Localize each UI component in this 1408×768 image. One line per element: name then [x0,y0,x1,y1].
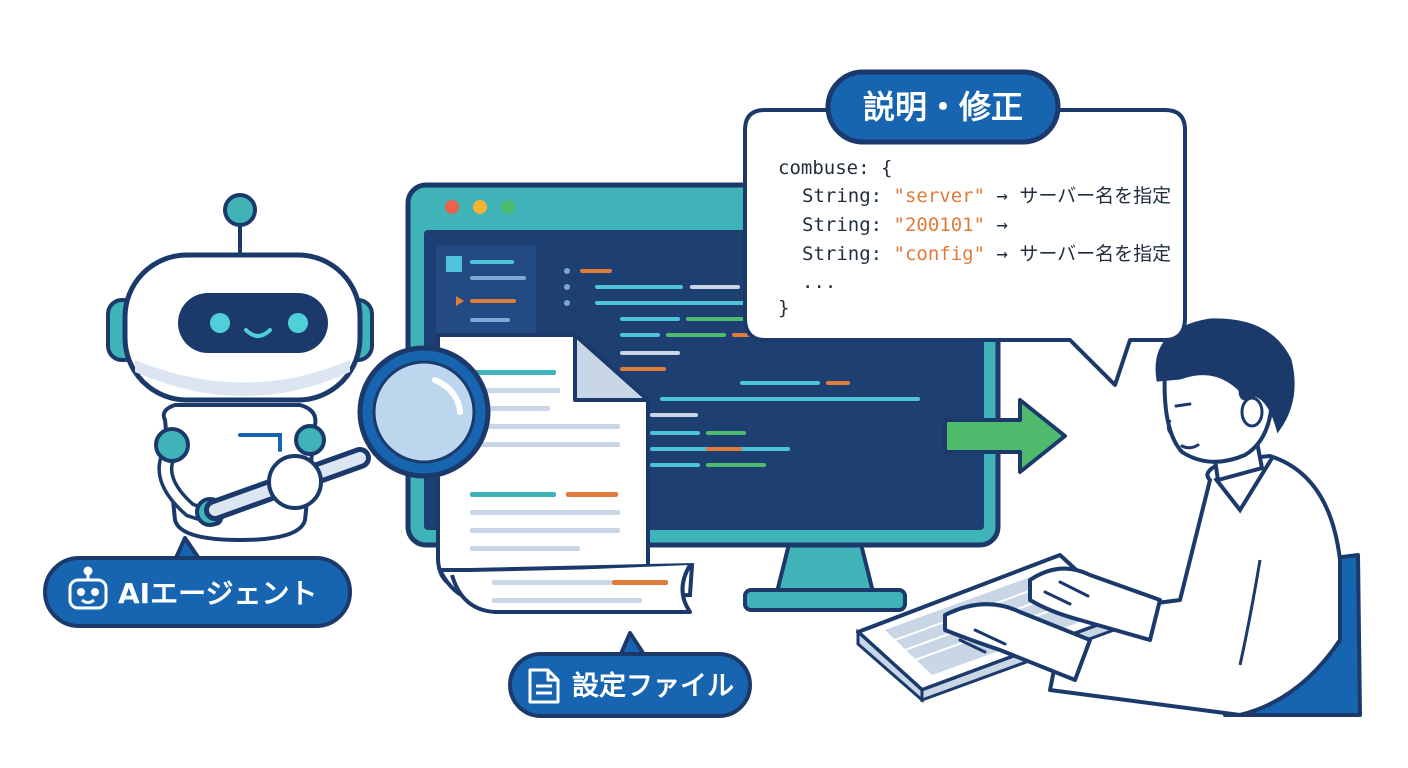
robot-icon [106,193,374,543]
config-file-label: 設定ファイル [508,631,752,718]
code-close-brace: } [778,297,789,319]
code-string-server: "server" [894,185,986,207]
arrow-right-icon [943,398,1067,474]
window-close-dot [445,200,459,214]
magnifier-icon [204,345,491,521]
svg-text:String: "config" → サーバー名を指定: String: "config" → サーバー名を指定 [802,243,1171,265]
code-line-1: combuse: { [778,157,892,179]
explanation-bubble: combuse: { String: "server" → サーバー名を指定 S… [743,108,1187,387]
svg-text:}: } [778,297,789,319]
config-document [436,333,695,614]
person-illustration [1048,318,1362,717]
svg-text:combuse: {: combuse: { [778,157,892,179]
explain-fix-label: 説明・修正 [825,69,1061,145]
code-lines [564,268,920,467]
code-ellipsis: ... [802,271,836,293]
svg-text:説明・修正: 説明・修正 [863,88,1023,126]
hands [943,566,1162,682]
ai-agent-label: AIエージェント [43,536,352,628]
svg-text:設定ファイル: 設定ファイル [572,670,734,702]
svg-text:String: "server" → サーバー名を指定: String: "server" → サーバー名を指定 [802,185,1171,207]
svg-text:AIエージェント: AIエージェント [118,577,318,610]
window-min-dot [473,200,487,214]
code-string-number: "200101" [894,214,986,236]
document-icon [528,668,560,704]
window-max-dot [501,200,515,214]
robot-icon-small [68,566,108,610]
svg-text:String: "200101" →: String: "200101" → [802,214,1008,236]
svg-text:...: ... [802,271,836,293]
code-string-config: "config" [894,243,986,265]
